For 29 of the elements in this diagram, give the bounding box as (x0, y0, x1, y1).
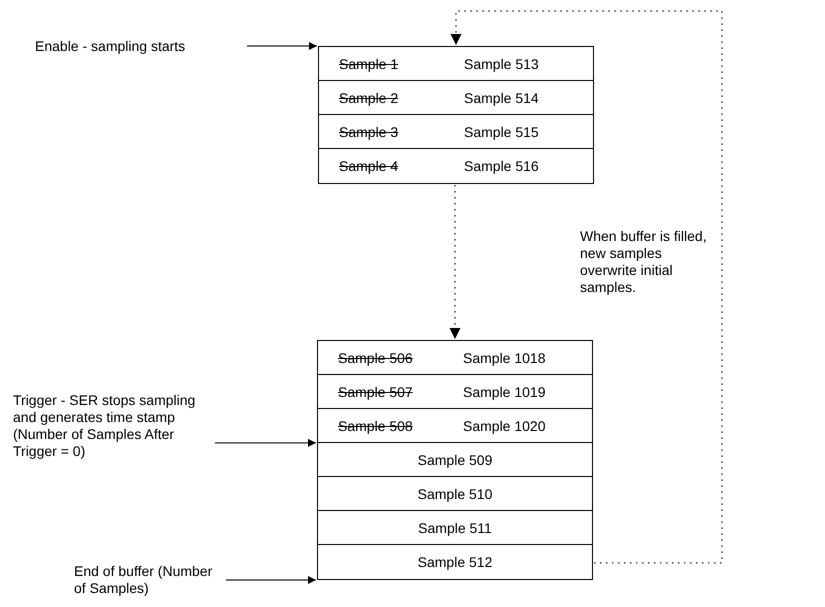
sample-label: Sample 513 (464, 56, 539, 72)
arrow (450, 10, 722, 564)
sample-label: Sample 514 (464, 90, 539, 106)
sample-label: Sample 510 (418, 486, 492, 502)
buffer-table (318, 46, 594, 184)
annotation-text: Trigger - SER stops sampling and generates time stamp (Number of Samples After Trigger = 0) (13, 392, 213, 460)
overwritten-sample-label: Sample 506 (338, 350, 413, 366)
annotation-text: Enable - sampling starts (35, 38, 245, 55)
note-text: When buffer is filled, new samples overwrite initial samples. (580, 228, 708, 296)
sample-label: Sample 1018 (463, 350, 546, 366)
overwritten-sample-label: Sample 3 (339, 124, 398, 140)
annotation-text: End of buffer (Number of Samples) (74, 563, 224, 597)
overwritten-sample-label: Sample 4 (339, 158, 398, 174)
sample-label: Sample 516 (464, 158, 539, 174)
arrow (450, 184, 460, 340)
arrow (226, 576, 316, 584)
buffer-table (317, 340, 593, 580)
sample-label: Sample 511 (418, 520, 492, 536)
sample-label: Sample 1019 (463, 384, 546, 400)
sample-label: Sample 1020 (463, 418, 546, 434)
sample-label: Sample 515 (464, 124, 539, 140)
overwritten-sample-label: Sample 2 (339, 90, 398, 106)
sample-label: Sample 512 (418, 554, 492, 570)
overwritten-sample-label: Sample 1 (339, 56, 398, 72)
overwritten-sample-label: Sample 508 (338, 418, 413, 434)
arrow (214, 438, 316, 447)
overwritten-sample-label: Sample 507 (338, 384, 413, 400)
arrow (246, 42, 318, 50)
sample-label: Sample 509 (418, 452, 492, 468)
